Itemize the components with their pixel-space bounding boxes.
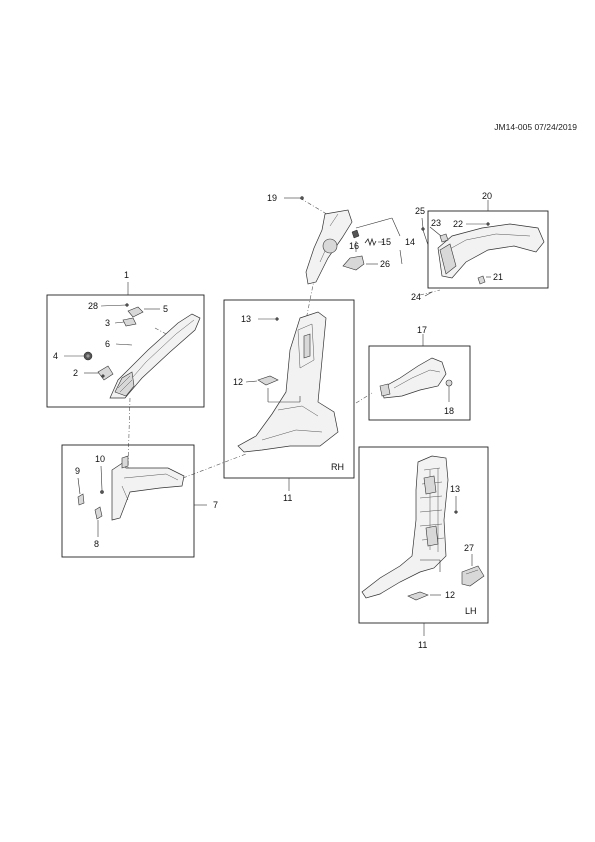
grommet-4 bbox=[83, 351, 93, 361]
group-17-frame: 17 bbox=[368, 325, 471, 421]
callout-14: 14 bbox=[405, 237, 415, 247]
quarter-trim-20 bbox=[437, 223, 545, 279]
anchor-cover-26 bbox=[342, 255, 365, 271]
callout-2: 2 bbox=[73, 368, 78, 378]
callout-9: 9 bbox=[75, 466, 80, 476]
a-pillar-trim-6 bbox=[109, 313, 201, 399]
callout-22: 22 bbox=[453, 219, 463, 229]
fastener-10 bbox=[100, 490, 104, 494]
callout-15: 15 bbox=[381, 237, 391, 247]
callout-6: 6 bbox=[105, 339, 110, 349]
callout-12-lh: 12 bbox=[445, 590, 455, 600]
clip-23 bbox=[439, 233, 449, 243]
callout-20: 20 bbox=[482, 191, 492, 201]
callout-13-rh: 13 bbox=[241, 314, 251, 324]
document-id: JM14-005 07/24/2019 bbox=[494, 122, 577, 132]
callout-1: 1 bbox=[124, 270, 129, 280]
callout-28: 28 bbox=[88, 301, 98, 311]
b-pillar-upper-trim bbox=[305, 209, 353, 285]
side-label-rh: RH bbox=[331, 462, 344, 472]
b-pillar-lower-trim-rh bbox=[237, 311, 339, 453]
callout-24: 24 bbox=[411, 292, 421, 302]
quarter-lower-trim-17 bbox=[379, 357, 447, 399]
clip-21 bbox=[477, 275, 486, 285]
group-20-frame: 20 bbox=[427, 191, 549, 289]
callout-11-rh: 11 bbox=[283, 493, 292, 503]
group-11-lh-frame: 11 LH bbox=[358, 446, 489, 650]
group-11-rh-leaders bbox=[245, 318, 301, 403]
callout-11-lh: 11 bbox=[418, 640, 427, 650]
clip-3 bbox=[122, 317, 137, 327]
fastener-19 bbox=[300, 196, 304, 200]
fastener-13-rh bbox=[275, 317, 279, 321]
clip-18 bbox=[445, 379, 453, 387]
callout-18: 18 bbox=[444, 406, 454, 416]
cover-12-rh bbox=[257, 375, 279, 386]
clip-5 bbox=[127, 306, 144, 318]
callout-3: 3 bbox=[105, 318, 110, 328]
group-11-lh-leaders bbox=[420, 496, 473, 596]
group-1-frame: 1 bbox=[46, 270, 205, 408]
callout-26: 26 bbox=[380, 259, 390, 269]
callout-19: 19 bbox=[267, 193, 277, 203]
group-7-frame: 7 bbox=[61, 444, 218, 558]
clip-22 bbox=[486, 222, 490, 226]
group-7-leaders bbox=[77, 465, 103, 537]
callout-17: 17 bbox=[417, 325, 427, 335]
clip-16 bbox=[351, 229, 360, 239]
fastener-28 bbox=[125, 303, 129, 307]
fastener-25 bbox=[421, 227, 425, 231]
callout-21: 21 bbox=[493, 272, 503, 282]
cover-12-lh bbox=[407, 591, 429, 601]
callout-12-rh: 12 bbox=[233, 377, 243, 387]
b-pillar-upper-leaders bbox=[284, 197, 403, 265]
callout-4: 4 bbox=[53, 351, 58, 361]
bracket-2 bbox=[97, 365, 114, 381]
kick-panel-7 bbox=[111, 455, 185, 521]
group-1-leaders bbox=[64, 304, 160, 374]
callout-23: 23 bbox=[431, 218, 441, 228]
clip-9 bbox=[77, 493, 85, 506]
callout-16: 16 bbox=[349, 241, 359, 251]
callout-13-lh: 13 bbox=[450, 484, 460, 494]
callout-25: 25 bbox=[415, 206, 425, 216]
b-pillar-lower-trim-lh bbox=[361, 455, 449, 599]
group-11-rh-frame: 11 RH bbox=[223, 299, 355, 503]
callout-5: 5 bbox=[163, 304, 168, 314]
callout-10: 10 bbox=[95, 454, 105, 464]
side-label-lh: LH bbox=[465, 606, 477, 616]
callout-27: 27 bbox=[464, 543, 474, 553]
spring-15 bbox=[364, 237, 377, 247]
callout-8: 8 bbox=[94, 539, 99, 549]
bracket-27 bbox=[461, 565, 485, 587]
callout-7: 7 bbox=[213, 500, 218, 510]
group-20-leaders bbox=[421, 217, 491, 297]
clip-8 bbox=[94, 506, 103, 520]
